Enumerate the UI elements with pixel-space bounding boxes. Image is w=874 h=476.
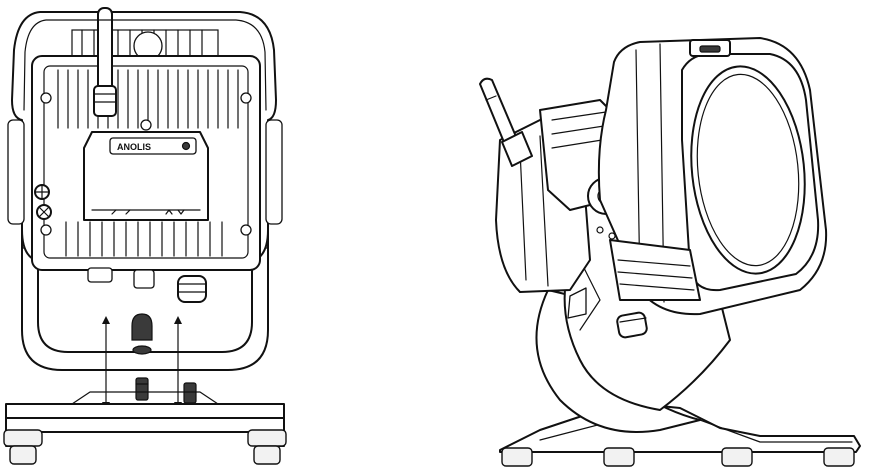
brand-logo-text: ANOLIS <box>117 142 151 152</box>
front-view: ANOLIS <box>3 7 287 465</box>
floor-stand <box>3 391 287 465</box>
antenna <box>93 7 117 117</box>
control-panel: ANOLIS <box>83 119 209 221</box>
side-view <box>479 37 861 467</box>
ground-screws <box>34 184 52 220</box>
side-antenna <box>479 77 533 167</box>
heatsink-fins-bottom <box>65 221 223 257</box>
cable-glands <box>87 267 207 303</box>
side-cable-gland <box>616 311 648 339</box>
mounting-hardware <box>131 313 197 404</box>
side-lower-fins <box>609 239 701 301</box>
